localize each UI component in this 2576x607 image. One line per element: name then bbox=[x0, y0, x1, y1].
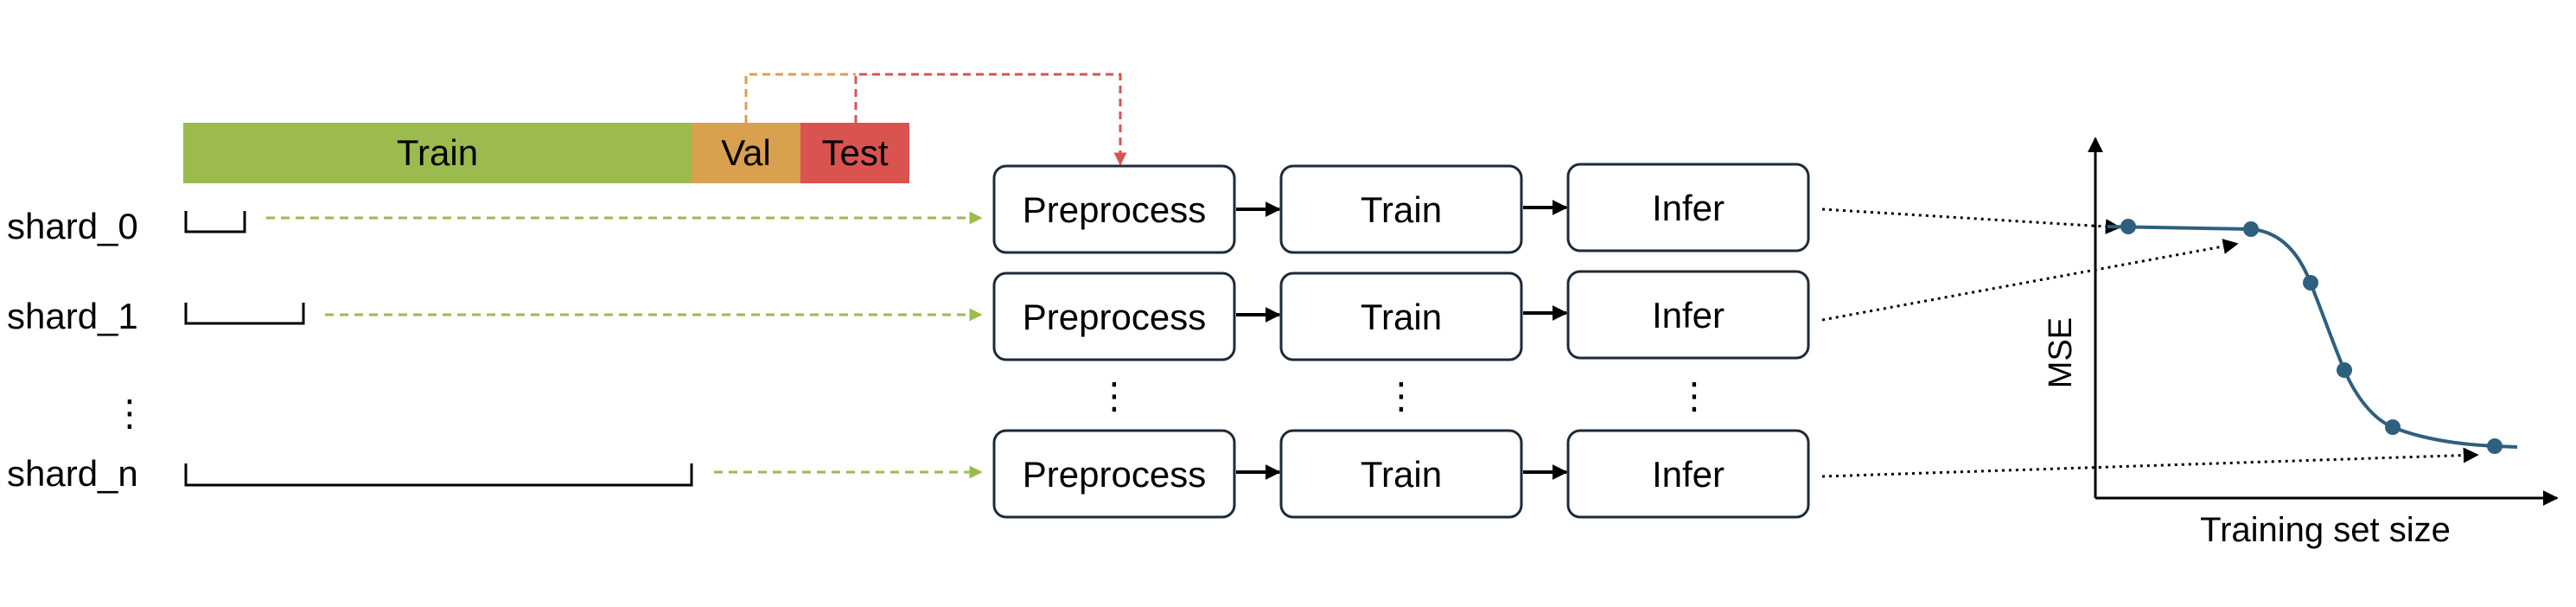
val-connector-line bbox=[744, 73, 856, 123]
infer-box-0 bbox=[1566, 163, 1810, 252]
val-test-connector bbox=[744, 73, 1127, 166]
pipeline-row-0: Preprocess Train Infer bbox=[992, 163, 1810, 254]
train-segment-label: Train bbox=[397, 132, 478, 173]
data-split-bar: Train Val Test bbox=[183, 123, 909, 183]
shard-label-1: shard_1 bbox=[7, 296, 138, 336]
val-segment bbox=[692, 123, 800, 183]
preprocess-box-1 bbox=[992, 272, 1236, 361]
curve-point-0 bbox=[2120, 219, 2136, 234]
y-axis-label: MSE bbox=[2043, 317, 2079, 388]
curve-point-1 bbox=[2243, 221, 2259, 237]
val-segment-label: Val bbox=[721, 132, 771, 173]
x-axis-label: Training set size bbox=[2200, 511, 2451, 549]
curve-point-5 bbox=[2487, 438, 2503, 454]
pipeline-row-1: Preprocess Train Infer bbox=[992, 270, 1810, 361]
train-label-n: Train bbox=[1361, 454, 1442, 495]
shard-label-0: shard_0 bbox=[7, 206, 138, 246]
preprocess-label-0: Preprocess bbox=[1023, 189, 1206, 230]
preprocess-box-n bbox=[992, 429, 1236, 519]
pipeline-ellipses: ⋮ ⋮ ⋮ bbox=[1096, 375, 1712, 416]
result-arrow-0 bbox=[1821, 208, 2121, 234]
infer-label-n: Infer bbox=[1652, 454, 1725, 495]
preprocess-label-1: Preprocess bbox=[1023, 297, 1206, 337]
infer-box-1 bbox=[1566, 270, 1810, 360]
curve-point-4 bbox=[2385, 419, 2401, 435]
result-arrow-n bbox=[1821, 447, 2479, 478]
train-ellipsis: ⋮ bbox=[1383, 375, 1419, 416]
curve-point-2 bbox=[2303, 275, 2318, 291]
shard-list: shard_0 shard_1 ⋮ shard_n bbox=[7, 206, 983, 494]
infer-label-0: Infer bbox=[1652, 188, 1725, 228]
result-arrows bbox=[1821, 208, 2479, 478]
infer-box-n bbox=[1566, 429, 1810, 519]
pipeline-row-n: Preprocess Train Infer bbox=[992, 429, 1810, 519]
train-label-0: Train bbox=[1361, 189, 1442, 230]
train-segment bbox=[183, 123, 692, 183]
shard-ellipsis: ⋮ bbox=[112, 393, 148, 433]
shard-bracket-n bbox=[184, 463, 693, 487]
train-box-0 bbox=[1279, 164, 1523, 254]
infer-ellipsis: ⋮ bbox=[1676, 375, 1712, 416]
test-segment bbox=[800, 123, 909, 183]
shard-bracket-1 bbox=[184, 303, 305, 325]
preprocess-ellipsis: ⋮ bbox=[1096, 375, 1132, 416]
learning-curve-chart: MSE Training set size bbox=[2043, 137, 2559, 549]
train-box-1 bbox=[1279, 272, 1523, 361]
train-box-n bbox=[1279, 429, 1523, 519]
preprocess-box-0 bbox=[992, 164, 1236, 254]
learning-curve bbox=[2107, 225, 2518, 449]
test-segment-label: Test bbox=[821, 132, 888, 173]
preprocess-label-n: Preprocess bbox=[1023, 454, 1206, 495]
train-label-1: Train bbox=[1361, 297, 1442, 337]
infer-label-1: Infer bbox=[1652, 295, 1725, 335]
result-arrow-1 bbox=[1821, 239, 2239, 322]
test-connector-line bbox=[854, 73, 1127, 166]
curve-point-3 bbox=[2337, 362, 2352, 378]
shard-label-n: shard_n bbox=[7, 453, 138, 494]
shard-bracket-0 bbox=[184, 211, 246, 233]
